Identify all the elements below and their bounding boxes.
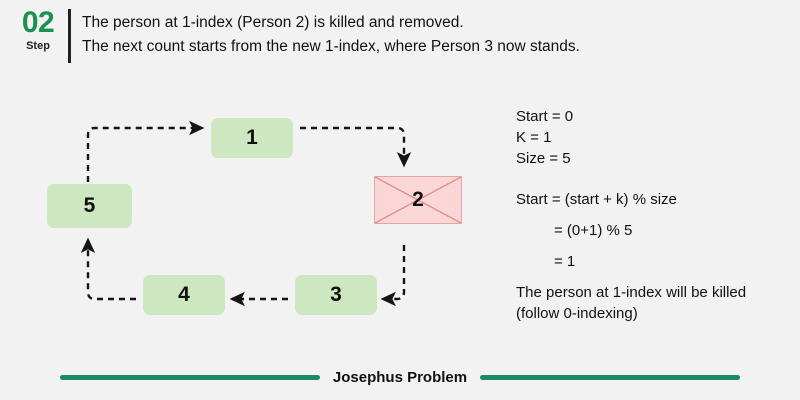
note-spacer-3 [516, 241, 796, 251]
header: 02 Step The person at 1-index (Person 2)… [0, 0, 800, 72]
step-label: Step [26, 40, 50, 52]
note-formula: Start = (start + k) % size [516, 191, 677, 208]
step-badge: 02 Step [14, 8, 62, 52]
footer-rule-left [59, 374, 320, 380]
header-divider [68, 9, 71, 63]
arrow-layer [80, 120, 412, 307]
footer-rule-right [480, 374, 741, 380]
footer: Josephus Problem [0, 362, 800, 392]
note-result: = 1 [554, 253, 576, 270]
header-text: The person at 1-index (Person 2) is kill… [82, 11, 782, 59]
node-2-label: 2 [412, 188, 424, 211]
calculation-notes: Start = 0 K = 1 Size = 5 Start = (start … [516, 106, 796, 324]
edge-2-to-3 [380, 245, 406, 307]
node-4[interactable]: 4 [143, 275, 225, 315]
node-5-label: 5 [83, 194, 96, 217]
note-spacer-1 [516, 169, 796, 189]
header-line-2: The next count starts from the new 1-ind… [82, 38, 580, 55]
node-1[interactable]: 1 [211, 118, 293, 158]
note-spacer-4 [516, 272, 796, 282]
header-line-1: The person at 1-index (Person 2) is kill… [82, 14, 464, 31]
edge-4-to-5 [80, 237, 136, 301]
step-number: 02 [21, 6, 55, 39]
note-substitution: = (0+1) % 5 [554, 222, 633, 239]
edge-5-to-1 [86, 120, 205, 215]
node-4-label: 4 [178, 283, 190, 306]
note-start: Start = 0 [516, 108, 574, 125]
node-5[interactable]: 5 [47, 184, 132, 228]
node-3[interactable]: 3 [295, 275, 377, 315]
footer-title: Josephus Problem [332, 368, 468, 386]
edge-1-to-2 [300, 126, 412, 168]
node-2[interactable]: 2 [374, 176, 462, 224]
node-3-label: 3 [330, 283, 342, 306]
note-k: K = 1 [516, 129, 552, 146]
note-size: Size = 5 [516, 150, 571, 167]
note-conclusion: The person at 1-index will be killed (fo… [516, 284, 747, 322]
note-spacer-2 [516, 210, 796, 220]
josephus-circle-diagram: 1 2 3 4 5 [0, 95, 500, 340]
node-1-label: 1 [246, 126, 258, 149]
